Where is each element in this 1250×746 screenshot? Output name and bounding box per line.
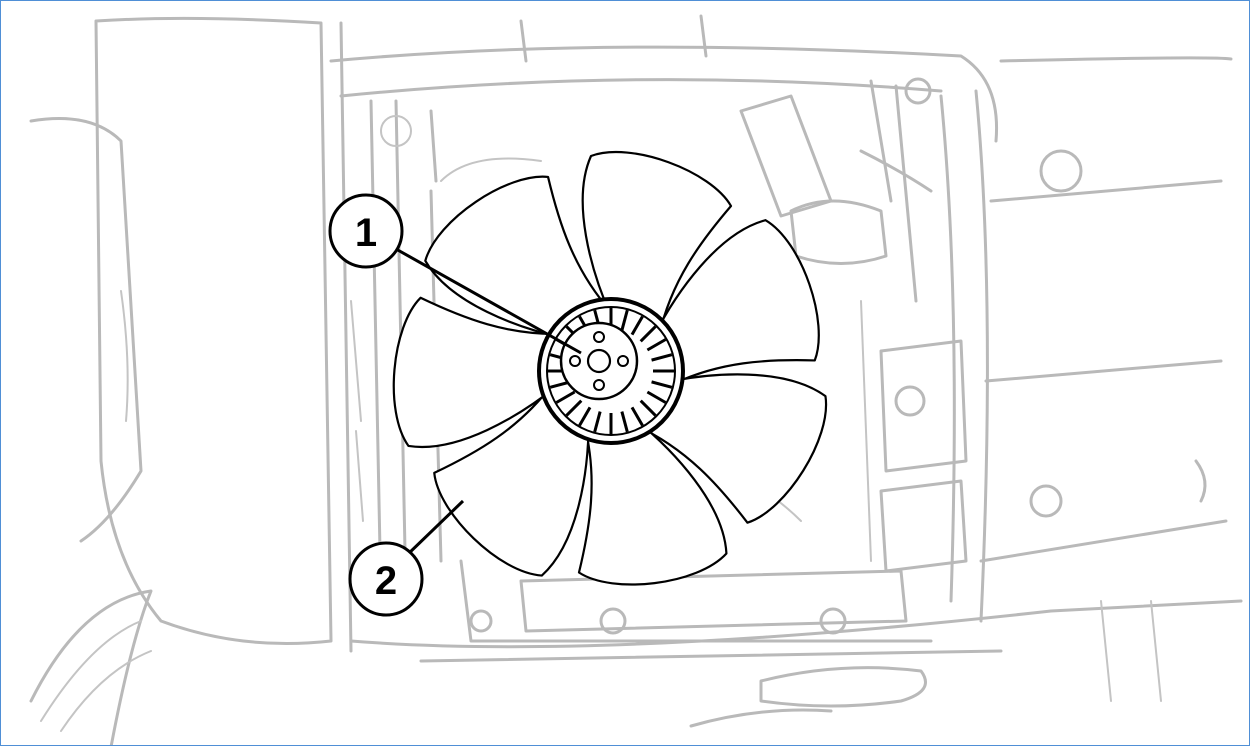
callout-1-leader bbox=[395, 247, 582, 355]
callout-2-circle bbox=[348, 541, 424, 617]
fan-hub bbox=[537, 297, 685, 445]
callout-2-label: 2 bbox=[375, 559, 397, 603]
callout-1-circle bbox=[328, 193, 404, 269]
callout-1: 1 bbox=[328, 193, 582, 355]
callout-1-label: 1 bbox=[355, 211, 377, 255]
fan-blades bbox=[392, 151, 828, 586]
callout-2-leader bbox=[404, 499, 465, 558]
fan-icon bbox=[392, 151, 828, 586]
callout-2: 2 bbox=[348, 499, 465, 617]
machine-body bbox=[29, 14, 1243, 745]
